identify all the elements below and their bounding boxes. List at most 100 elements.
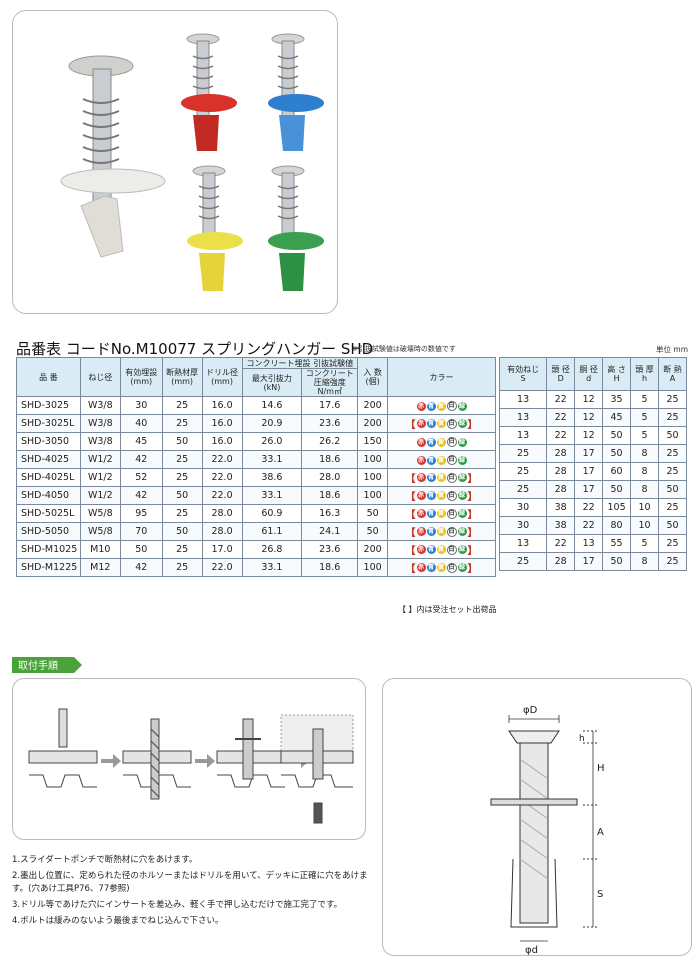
spec-cell-qty: 200	[357, 396, 389, 415]
spec-cell-conc: 28.0	[301, 468, 359, 487]
bracket-close: 】	[467, 510, 478, 521]
color-chip: 青	[426, 473, 436, 482]
spec-cell-pull: 20.9	[241, 414, 303, 433]
dim-cell: 60	[602, 462, 632, 481]
dim-cell: 35	[602, 390, 632, 409]
dim-phid: φd	[525, 945, 538, 955]
dim-cell: 17	[574, 462, 604, 481]
hanger-section-illustration: φD h H A S φd	[490, 705, 605, 956]
spec-cell-pull: 33.1	[241, 558, 303, 577]
color-chip: 青	[426, 401, 436, 411]
dim-cell: 28	[546, 462, 576, 481]
spec-cell-drill: 16.0	[201, 396, 243, 415]
step-2: 2.墨出し位置に、定められた径のホルソーまたはドリルを用いて、デッキに正確に穴を…	[12, 871, 368, 894]
procedure-diagram	[12, 678, 366, 840]
col-group-pulltest: コンクリート埋設 引抜試験値	[241, 357, 359, 369]
dim-cell: 50	[658, 426, 687, 445]
spec-cell-qty: 150	[357, 432, 389, 451]
color-chip: 赤	[416, 491, 426, 500]
spec-cell-thread: W5/8	[79, 522, 121, 541]
dim-cell: 12	[574, 426, 604, 445]
spec-cell-qty: 100	[357, 486, 389, 505]
spec-cell-qty: 100	[357, 468, 389, 487]
spec-cell-conc: 23.6	[301, 414, 359, 433]
dim-cell: 50	[602, 444, 632, 463]
hanger-green	[268, 165, 324, 291]
bracket-close: 】	[467, 546, 478, 557]
spec-cell-thread: M10	[79, 540, 121, 559]
color-chip: 赤	[416, 419, 426, 428]
bracket-close: 】	[467, 528, 478, 539]
spec-cell-colors: 【赤青黄白緑】	[387, 486, 496, 505]
color-chip: 青	[426, 491, 436, 500]
dim-cell: 105	[602, 498, 632, 517]
dim-cell: 25	[658, 534, 687, 553]
color-chip: 赤	[416, 437, 426, 447]
dim-cell: 30	[498, 516, 548, 535]
bracket-open: 【	[405, 564, 416, 575]
dim-cell: 25	[658, 552, 687, 571]
spec-cell-code: SHD-3025L	[16, 414, 81, 433]
dim-cell: 8	[630, 462, 659, 481]
color-chip: 緑	[457, 455, 467, 465]
dim-cell: 55	[602, 534, 632, 553]
color-chip: 緑	[457, 491, 467, 500]
dim-cell: 10	[630, 498, 659, 517]
spring-hanger-photo-illustration	[60, 33, 324, 291]
spec-cell-colors: 赤青黄白緑	[387, 432, 496, 451]
color-chip: 緑	[457, 437, 467, 447]
dim-cell: 17	[574, 444, 604, 463]
dim-cell: 8	[630, 552, 659, 571]
color-chip: 青	[426, 545, 436, 554]
spec-cell-conc: 24.1	[301, 522, 359, 541]
col-color: カラー	[387, 357, 496, 397]
dim-cell: 5	[630, 390, 659, 409]
spec-cell-insul: 25	[161, 468, 203, 487]
spec-cell-insul: 50	[161, 432, 203, 451]
color-chip: 赤	[416, 563, 426, 572]
dim-phiD: φD	[523, 705, 538, 716]
color-chip: 青	[426, 509, 436, 518]
dim-cell: 8	[630, 444, 659, 463]
dim-h: h	[579, 734, 585, 744]
dim-cell: 13	[498, 534, 548, 553]
bracket-close: 】	[467, 420, 478, 431]
dim-cell: 25	[498, 552, 548, 571]
col-pull: 最大引抜力(kN)	[241, 368, 303, 397]
spec-cell-thread: W1/2	[79, 450, 121, 469]
col-drill: ドリル径(mm)	[201, 357, 243, 397]
step-3: 3.ドリル等であけた穴にインサートを差込み、軽く手で押し込むだけで施工完了です。	[12, 900, 343, 910]
spec-cell-colors: 赤青黄白緑	[387, 396, 496, 415]
spec-cell-embed: 30	[119, 396, 163, 415]
spec-cell-drill: 22.0	[201, 486, 243, 505]
color-chip: 白	[446, 418, 457, 429]
dim-cell: 5	[630, 534, 659, 553]
spec-cell-thread: W3/8	[79, 432, 121, 451]
order-set-note: 【 】内は受注セット出荷品	[398, 605, 497, 614]
dim-cell: 17	[574, 552, 604, 571]
dim-cell: 22	[546, 426, 576, 445]
procedure-banner-label: 取付手順	[18, 659, 58, 672]
bracket-open: 【	[405, 420, 416, 431]
color-chip: 黄	[436, 527, 446, 536]
spec-cell-conc: 16.3	[301, 504, 359, 523]
spec-cell-qty: 50	[357, 522, 389, 541]
dim-cell: 28	[546, 480, 576, 499]
spec-cell-qty: 50	[357, 504, 389, 523]
spec-cell-qty: 200	[357, 414, 389, 433]
bracket-close: 】	[467, 564, 478, 575]
step-1: 1.スライダートポンチで断熱材に穴をあけます。	[12, 855, 198, 865]
